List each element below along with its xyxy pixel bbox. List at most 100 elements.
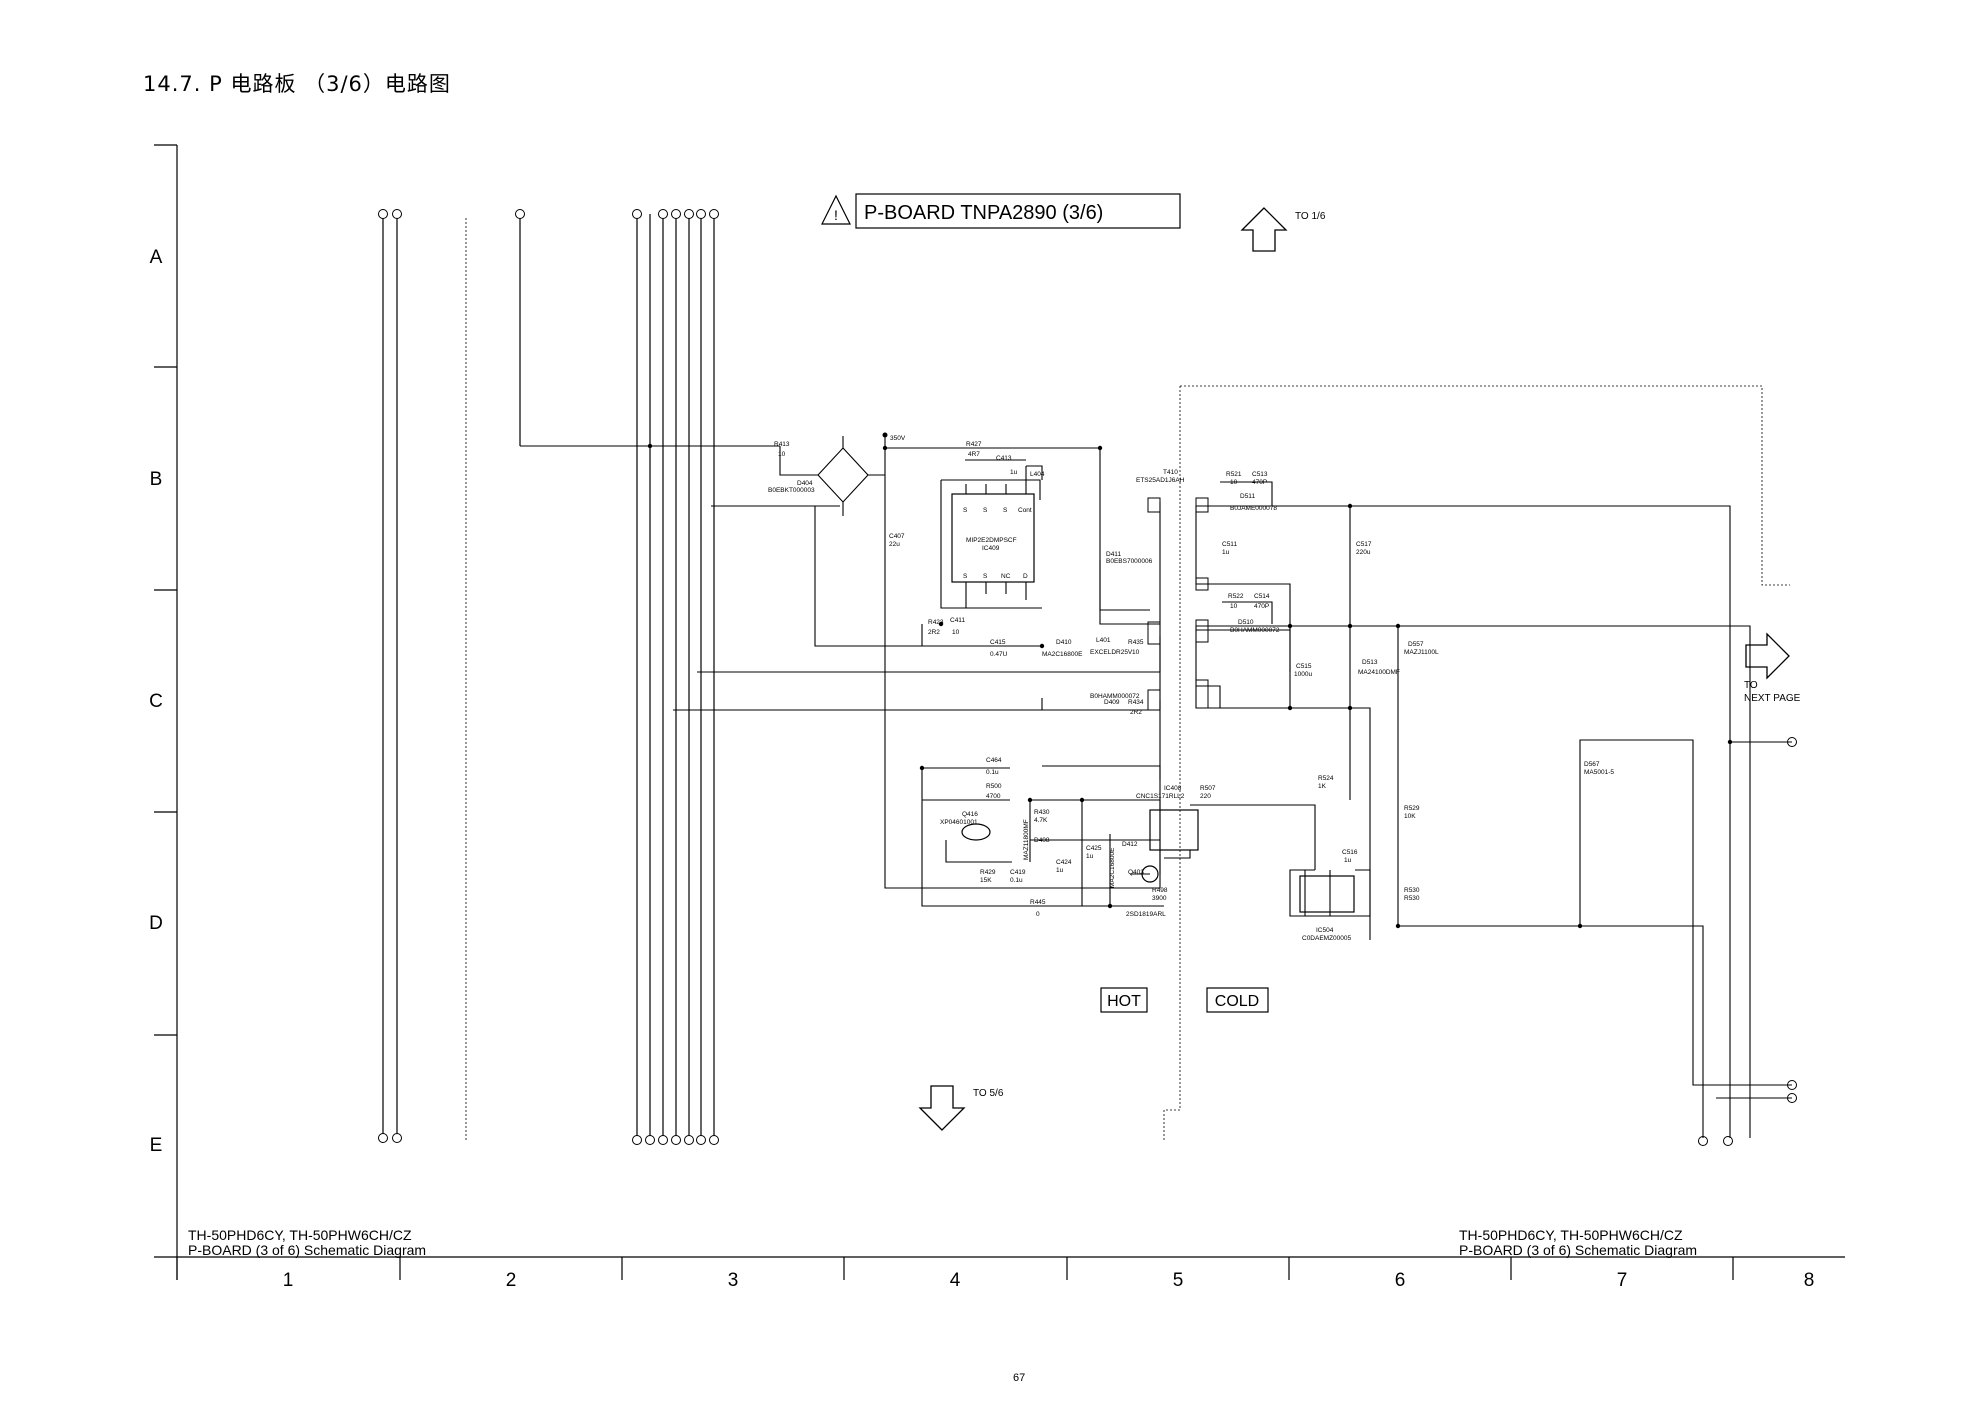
- component-value: MAZJ1100L: [1404, 649, 1439, 656]
- grid-col-4: 4: [950, 1270, 961, 1291]
- component-value: 0.1u: [1010, 877, 1023, 884]
- component-value: 1u: [1222, 549, 1230, 556]
- component-value: 4R7: [968, 451, 980, 458]
- component-value: 10K: [1404, 813, 1416, 820]
- component-ref: R430: [1034, 809, 1050, 816]
- component-ref: D557: [1408, 641, 1424, 648]
- component-value: CNC1S171RLL2: [1136, 793, 1185, 800]
- component-value: 10: [1230, 479, 1238, 486]
- component-ref: R507: [1200, 785, 1216, 792]
- component-ref: R500: [986, 783, 1002, 790]
- component-ref: D513: [1362, 659, 1378, 666]
- component-ref: C425: [1086, 845, 1102, 852]
- component-value: 0.1u: [986, 769, 999, 776]
- component-value: R530: [1404, 895, 1420, 902]
- component-ref: R413: [774, 441, 790, 448]
- component-ref: Q416: [962, 811, 978, 818]
- component-value: 15K: [980, 877, 992, 884]
- ic-pin-label: S: [963, 573, 968, 580]
- component-value: ETS25AD1J6AH: [1136, 477, 1185, 484]
- component-value: 4.7K: [1034, 817, 1048, 824]
- component-value: B0EBS7000006: [1106, 558, 1153, 565]
- component-value: 10: [1230, 603, 1238, 610]
- component-ref: R521: [1226, 471, 1242, 478]
- cold-label: COLD: [1215, 993, 1259, 1010]
- component-ref: C513: [1252, 471, 1268, 478]
- component-ref: C413: [996, 455, 1012, 462]
- component-ref: R498: [1152, 887, 1168, 894]
- component-ref: L401: [1096, 637, 1111, 644]
- component-ref: D511: [1240, 493, 1255, 500]
- component-ref: R434: [1128, 699, 1144, 706]
- component-value: 4700: [986, 793, 1001, 800]
- component-ref: R524: [1318, 775, 1334, 782]
- component-ref: IC408: [1164, 785, 1182, 792]
- warning-triangle-icon: [821, 194, 851, 225]
- to-next-label-2: NEXT PAGE: [1744, 693, 1801, 704]
- component-ref: C424: [1056, 859, 1072, 866]
- circuit-wires: [520, 385, 1792, 1140]
- grid-col-6: 6: [1395, 1270, 1406, 1291]
- component-value: 470P: [1254, 603, 1269, 610]
- component-value: 3900: [1152, 895, 1167, 902]
- footer-right-model: TH-50PHD6CY, TH-50PHW6CH/CZ: [1459, 1227, 1683, 1243]
- board-title-block: ! P-BOARD TNPA2890 (3/6): [821, 193, 1181, 229]
- component-ref: Q403: [1128, 869, 1144, 876]
- ic-pin-label: Cont: [1018, 507, 1032, 514]
- component-value: MA2C16800E: [1042, 651, 1083, 658]
- component-value: 10: [778, 451, 786, 458]
- component-value: C0DAEMZ00005: [1302, 935, 1352, 942]
- component-ref: C516: [1342, 849, 1358, 856]
- component-ref: C415: [990, 639, 1006, 646]
- component-value: 2SD1819ARL: [1126, 911, 1166, 918]
- grid-row-c: C: [149, 691, 163, 712]
- hot-label: HOT: [1107, 993, 1141, 1010]
- component-ref: R427: [966, 441, 982, 448]
- ic-pin-label: S: [983, 507, 988, 514]
- component-value: 470P: [1252, 479, 1267, 486]
- component-value: 1u: [1056, 867, 1064, 874]
- component-value: MIP2E2DMPSCF: [966, 537, 1017, 544]
- grid-col-3: 3: [728, 1270, 739, 1291]
- component-ref: C515: [1296, 663, 1312, 670]
- component-value: MA2C16800E: [1109, 847, 1116, 888]
- grid-col-7: 7: [1617, 1270, 1628, 1291]
- component-ref: R522: [1228, 593, 1244, 600]
- to-1-6-label: TO 1/6: [1295, 211, 1326, 222]
- supply-label: 350V: [890, 435, 906, 442]
- down-arrow-icon: [918, 1085, 966, 1131]
- component-value: MAZ11800MF: [1023, 819, 1030, 860]
- component-value: 0.47U: [990, 651, 1008, 658]
- grid-col-1: 1: [283, 1270, 294, 1291]
- component-ref: R435: [1128, 639, 1144, 646]
- component-value: 10: [1132, 649, 1140, 656]
- component-ref: D404: [797, 480, 813, 487]
- component-value: XP04601001: [940, 819, 978, 826]
- ic-pin-label: NC: [1001, 573, 1011, 580]
- component-ref: L404: [1030, 471, 1045, 478]
- component-ref: D510: [1238, 619, 1254, 626]
- warning-exclamation-icon: !: [834, 207, 838, 223]
- component-ref: R445: [1030, 899, 1046, 906]
- component-value: B0HAMM000072: [1230, 627, 1280, 634]
- board-title: P-BOARD TNPA2890 (3/6): [864, 202, 1103, 224]
- component-ref: T410: [1163, 469, 1178, 476]
- component-value: B0HAMM000072: [1090, 693, 1140, 700]
- component-value: 1K: [1318, 783, 1327, 790]
- component-ref: C407: [889, 533, 905, 540]
- component-ref: C514: [1254, 593, 1270, 600]
- page-title: 14.7. P 电路板 （3/6）电路图: [143, 72, 451, 96]
- component-ref: R530: [1404, 887, 1420, 894]
- component-value: 1u: [1010, 469, 1018, 476]
- grid-row-b: B: [150, 469, 163, 490]
- grid-col-8: 8: [1804, 1270, 1815, 1291]
- footer-left-model: TH-50PHD6CY, TH-50PHW6CH/CZ: [188, 1227, 412, 1243]
- component-value: 2R2: [1130, 709, 1142, 716]
- component-ref: C511: [1222, 541, 1237, 548]
- component-value: EXCELDR25V: [1090, 649, 1133, 656]
- component-ref: D411: [1106, 551, 1121, 558]
- to-next-label-1: TO: [1744, 680, 1758, 691]
- page-number: 67: [1013, 1372, 1026, 1384]
- ic-pin-label: S: [983, 573, 988, 580]
